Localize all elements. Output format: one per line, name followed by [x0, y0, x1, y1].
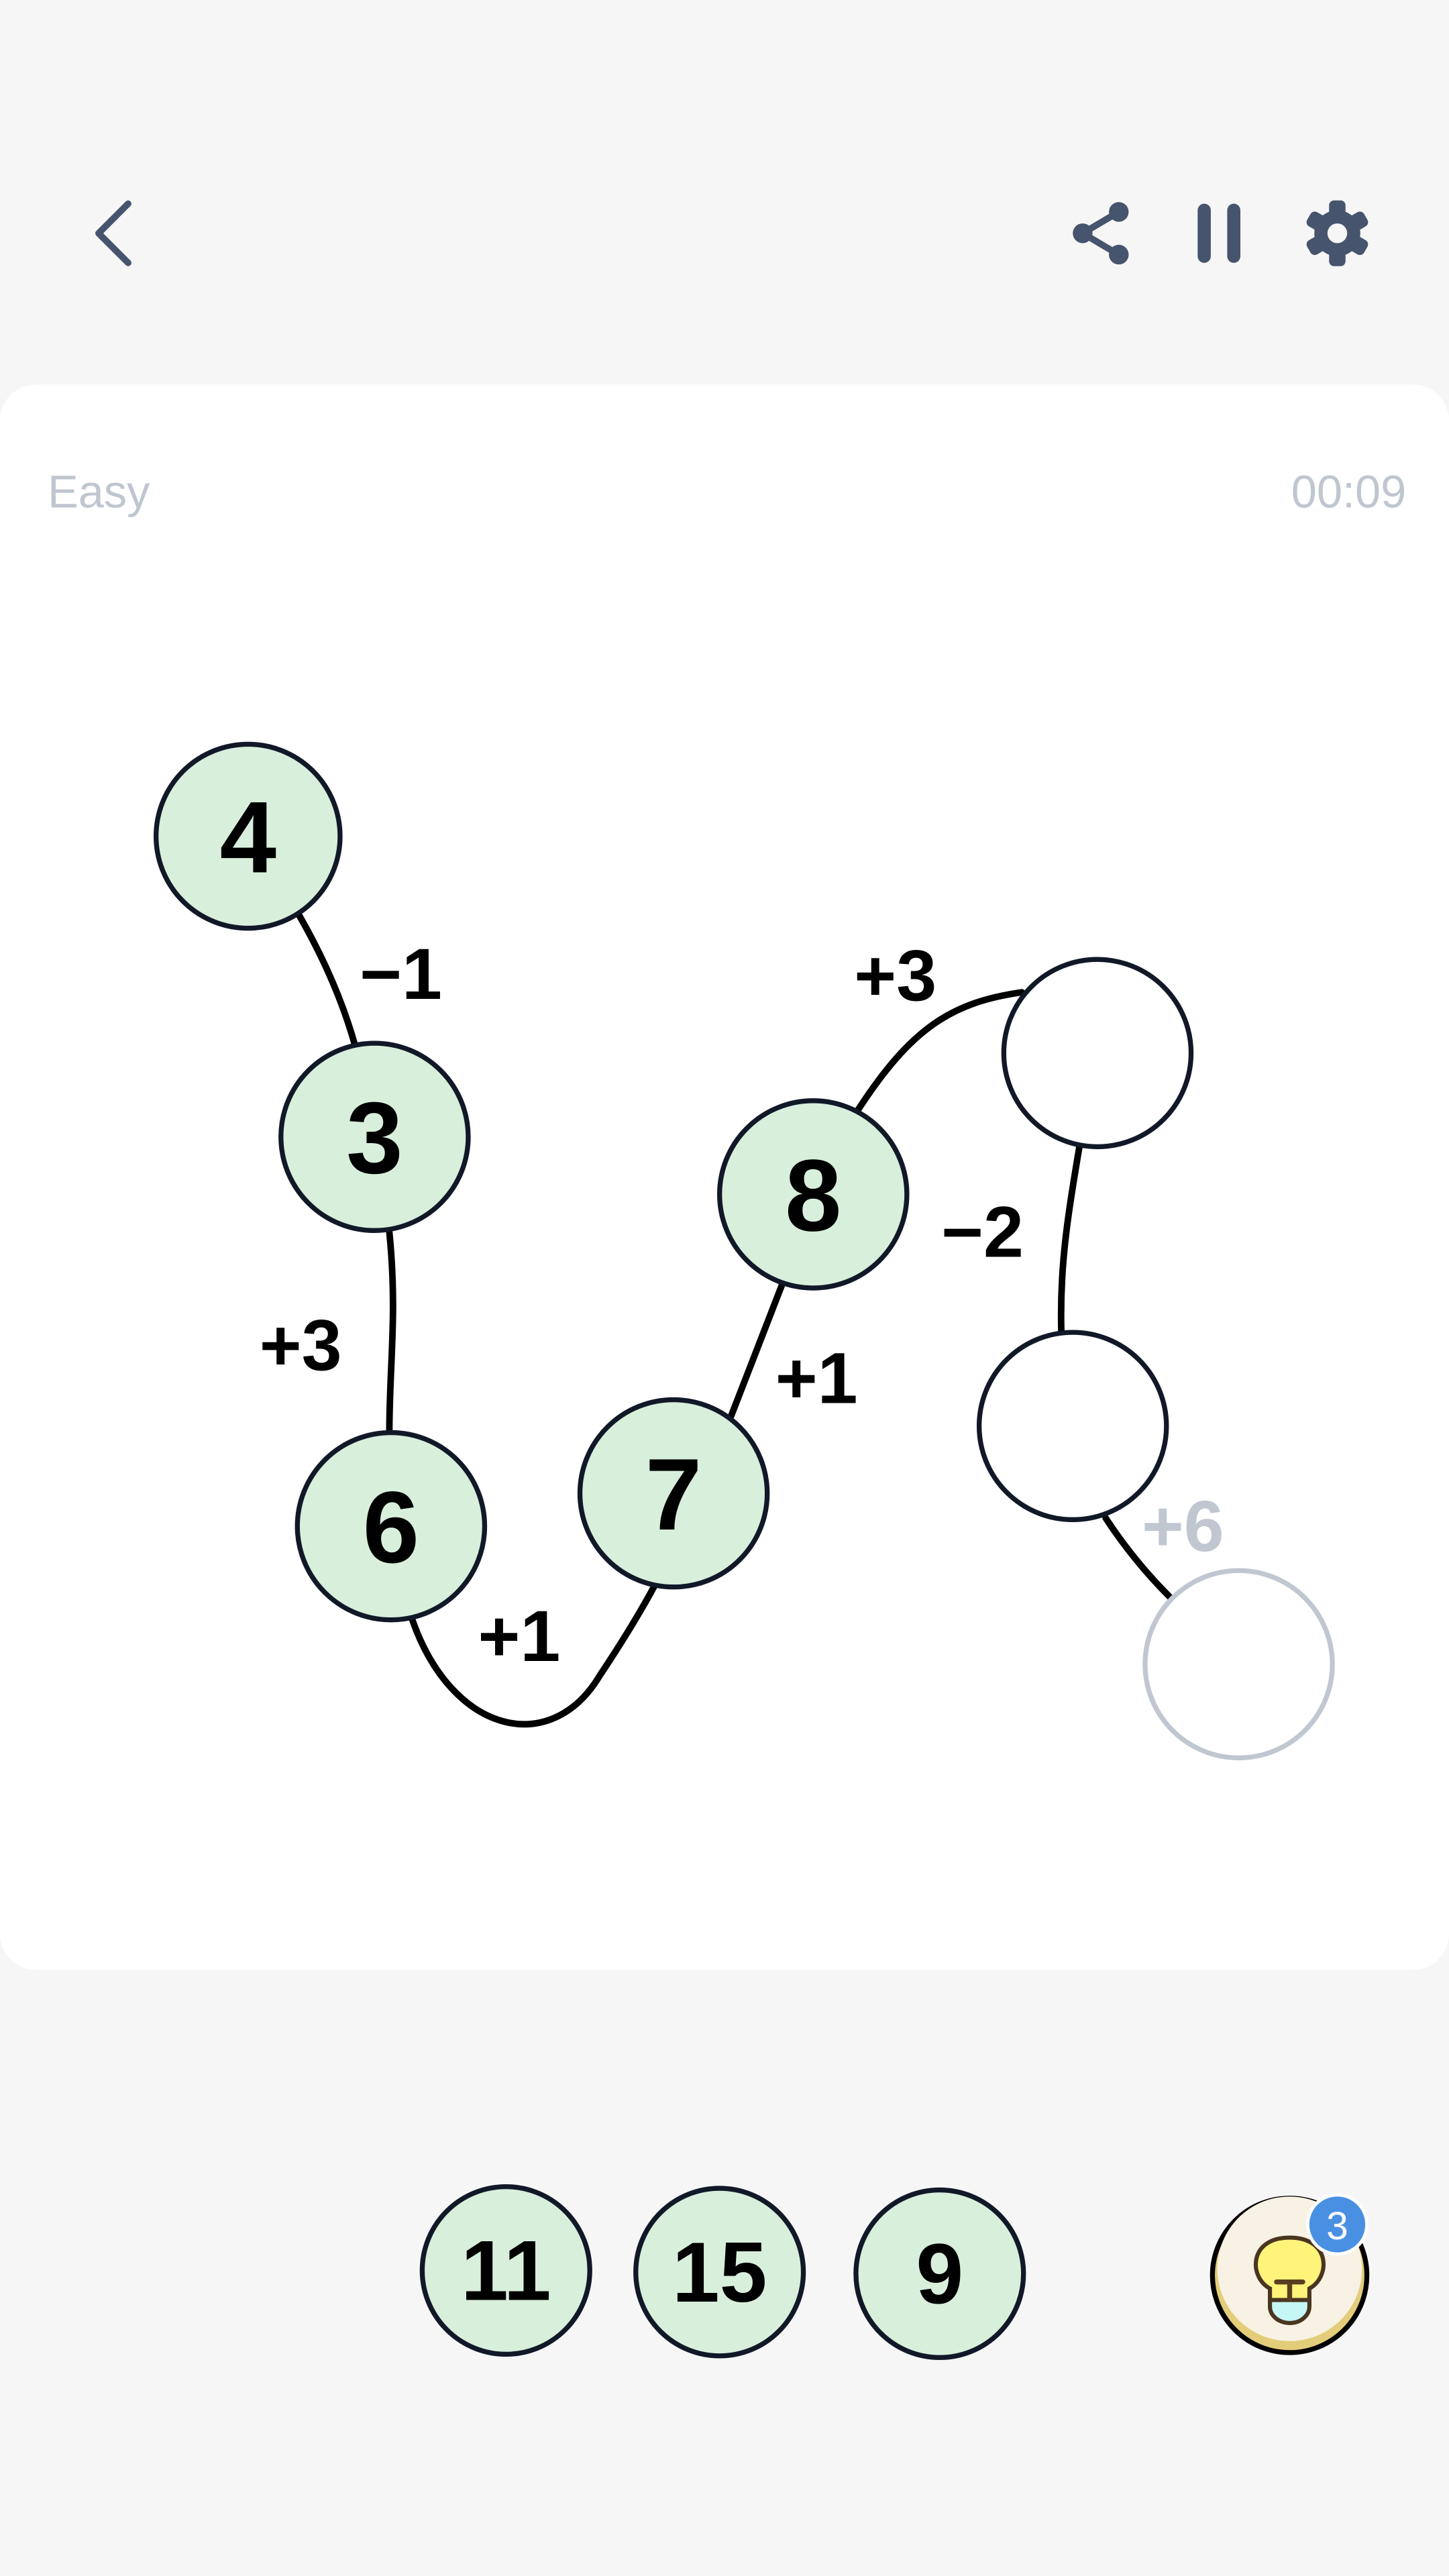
number-tile[interactable]: 15: [633, 2186, 806, 2359]
number-tile[interactable]: 9: [853, 2187, 1026, 2360]
edge-path: [727, 1281, 786, 1419]
svg-text:3: 3: [346, 1082, 402, 1195]
edge-path: [295, 912, 358, 1049]
hint-count: 3: [1326, 2204, 1348, 2248]
settings-button[interactable]: [1301, 197, 1374, 270]
gear-icon: [1306, 200, 1368, 266]
edge-label: +3: [854, 934, 936, 1016]
share-button[interactable]: [1065, 197, 1137, 270]
share-icon: [1073, 202, 1129, 265]
node-filled[interactable]: 4: [153, 741, 343, 931]
node-filled[interactable]: 3: [278, 1040, 471, 1233]
svg-text:6: 6: [363, 1471, 419, 1585]
edge-label: −2: [941, 1191, 1024, 1272]
lightbulb-icon: [1254, 2235, 1326, 2325]
edge-label: +1: [478, 1595, 560, 1676]
svg-text:11: 11: [461, 2223, 551, 2318]
node-filled[interactable]: 7: [577, 1397, 770, 1590]
node-empty[interactable]: [976, 1330, 1169, 1522]
node-empty[interactable]: [1001, 957, 1194, 1150]
hint-button[interactable]: 3: [1210, 2193, 1370, 2355]
pause-icon: [1197, 203, 1240, 263]
edge-path: [854, 989, 1026, 1114]
edge-path: [386, 1228, 396, 1436]
hint-count-badge: [1305, 2193, 1369, 2256]
svg-text:9: 9: [916, 2226, 963, 2321]
node-empty-faded[interactable]: [1142, 1568, 1335, 1761]
pause-button[interactable]: [1193, 201, 1248, 266]
edge-label: −1: [360, 933, 442, 1014]
svg-text:7: 7: [645, 1438, 702, 1552]
timer: 00:09: [1291, 466, 1407, 518]
number-tile[interactable]: 11: [419, 2184, 592, 2357]
node-filled[interactable]: 6: [294, 1430, 488, 1623]
svg-text:8: 8: [785, 1139, 841, 1252]
edge-path: [1057, 1143, 1083, 1334]
back-button[interactable]: [82, 194, 148, 273]
edge-label: +1: [775, 1337, 858, 1418]
edge-label: +3: [260, 1304, 342, 1385]
node-filled[interactable]: 8: [716, 1098, 910, 1291]
edge-label-faded: +6: [1142, 1485, 1224, 1566]
difficulty-label: Easy: [48, 466, 150, 518]
edge-path: [409, 1583, 657, 1728]
svg-text:15: 15: [672, 2224, 767, 2320]
edge-path: [1102, 1514, 1173, 1601]
chevron-left-icon: [95, 200, 131, 266]
svg-text:4: 4: [220, 781, 276, 894]
